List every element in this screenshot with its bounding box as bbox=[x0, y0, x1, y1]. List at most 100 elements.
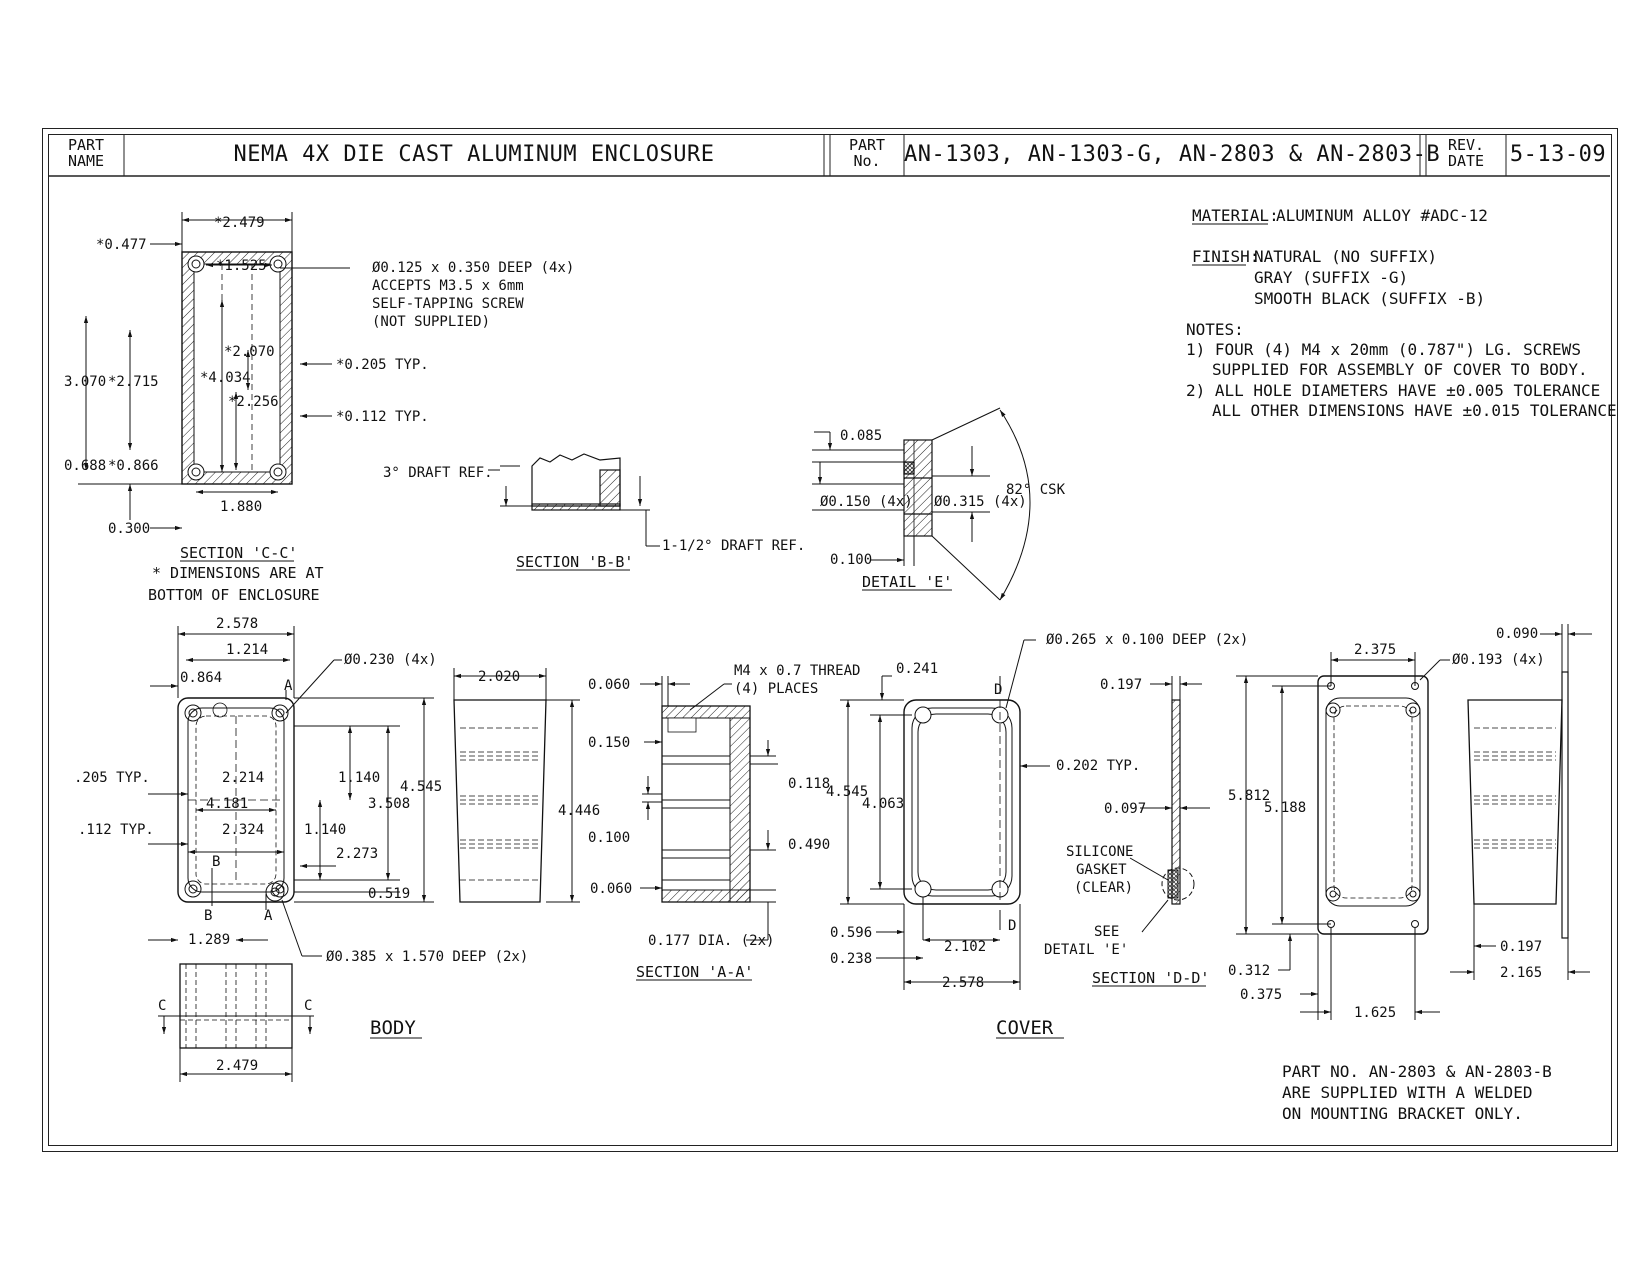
body-dim-205typ: .205 TYP. bbox=[74, 770, 150, 786]
body-side-text: 2.020 4.446 bbox=[478, 669, 600, 819]
aa-dim-0490: 0.490 bbox=[788, 837, 830, 853]
bracket-text: 2.375 Ø0.193 (4x) 0.090 5.812 5.188 0.31… bbox=[1228, 626, 1545, 1021]
e-dim-82csk: 82° CSK bbox=[1006, 482, 1066, 498]
cover-dim-2578: 2.578 bbox=[942, 975, 984, 991]
body-side-view bbox=[453, 668, 580, 903]
body-top-text: 2.578 1.214 0.864 Ø0.230 (4x) .205 TYP. … bbox=[74, 616, 528, 965]
cc-note-line2: BOTTOM OF ENCLOSURE bbox=[148, 586, 320, 604]
aa-dim-0177: 0.177 DIA. (2x) bbox=[648, 933, 774, 949]
detail-e-text: 0.085 Ø0.150 (4x) Ø0.315 (4x) 82° CSK 0.… bbox=[820, 428, 1066, 591]
cc-dim-1880: 1.880 bbox=[220, 499, 262, 515]
cover-dims bbox=[840, 639, 1050, 990]
cover-view bbox=[903, 676, 1021, 930]
cover-dim-4063: 4.063 bbox=[862, 796, 904, 812]
body-dim-2273: 2.273 bbox=[336, 846, 378, 862]
body-dim-4446: 4.446 bbox=[558, 803, 600, 819]
cc-dim-2256: *2.256 bbox=[228, 394, 279, 410]
note-1b: SUPPLIED FOR ASSEMBLY OF COVER TO BODY. bbox=[1212, 360, 1588, 379]
body-dim-3508: 3.508 bbox=[368, 796, 410, 812]
bracket-front-view bbox=[1317, 675, 1429, 935]
cc-callout-line4: (NOT SUPPLIED) bbox=[372, 314, 490, 330]
cover-dim-0241: 0.241 bbox=[896, 661, 938, 677]
cover-dim-4545: 4.545 bbox=[826, 784, 868, 800]
body-dim-0864: 0.864 bbox=[180, 670, 222, 686]
dd-gasket-line1: SILICONE bbox=[1066, 844, 1133, 860]
section-aa-view bbox=[661, 705, 751, 903]
detail-e-title: DETAIL 'E' bbox=[862, 573, 952, 591]
dd-gasket-line2: GASKET bbox=[1076, 862, 1127, 878]
body-dim-1140b: 1.140 bbox=[304, 822, 346, 838]
cc-dim-2070: *2.070 bbox=[224, 344, 275, 360]
cc-dim-0300: 0.300 bbox=[108, 521, 150, 537]
body-label: BODY bbox=[370, 1017, 416, 1039]
note-2a: 2) ALL HOLE DIAMETERS HAVE ±0.005 TOLERA… bbox=[1186, 381, 1600, 400]
aa-dim-0060a: 0.060 bbox=[588, 677, 630, 693]
part-no-label-line1: PART bbox=[848, 136, 886, 154]
body-dim-1214: 1.214 bbox=[226, 642, 268, 658]
rev-date-label: REV. DATE bbox=[1428, 137, 1504, 169]
e-dim-0315: Ø0.315 (4x) bbox=[934, 494, 1027, 510]
section-cc-text: *2.479 *0.477 *1.525 *2.070 *0.205 TYP. … bbox=[64, 215, 574, 604]
dd-dim-0097: 0.097 bbox=[1104, 801, 1146, 817]
part-no-label-line2: No. bbox=[853, 152, 881, 170]
bb-dim-3deg: 3° DRAFT REF. bbox=[383, 465, 493, 481]
bracket-dim-1625: 1.625 bbox=[1354, 1005, 1396, 1021]
body-dim-4545: 4.545 bbox=[400, 779, 442, 795]
cc-dim-3070: 3.070 bbox=[64, 374, 106, 390]
bracket-dim-5188: 5.188 bbox=[1264, 800, 1306, 816]
part-name-label-line2: NAME bbox=[67, 152, 105, 170]
section-cc-title: SECTION 'C-C' bbox=[180, 544, 297, 562]
bracket-note-line3: ON MOUNTING BRACKET ONLY. bbox=[1282, 1104, 1523, 1123]
bb-dim-1-5deg: 1-1/2° DRAFT REF. bbox=[662, 538, 805, 554]
part-name: NEMA 4X DIE CAST ALUMINUM ENCLOSURE bbox=[233, 142, 715, 167]
drawing-border bbox=[42, 128, 1618, 1152]
e-dim-0085: 0.085 bbox=[840, 428, 882, 444]
cc-dim-4034: *4.034 bbox=[200, 370, 251, 386]
cover-marker-d-top: D bbox=[994, 682, 1002, 698]
finish-label: FINISH: bbox=[1192, 247, 1259, 266]
bracket-dim-0375: 0.375 bbox=[1240, 987, 1282, 1003]
part-name-label: PART NAME bbox=[50, 137, 122, 169]
finish-gray: GRAY (SUFFIX -G) bbox=[1254, 268, 1408, 287]
cc-dim-0866: *0.866 bbox=[108, 458, 159, 474]
bracket-dim-0090: 0.090 bbox=[1496, 626, 1538, 642]
e-dim-0100: 0.100 bbox=[830, 552, 872, 568]
dd-see-line1: SEE bbox=[1094, 924, 1119, 940]
finish-black: SMOOTH BLACK (SUFFIX -B) bbox=[1254, 289, 1485, 308]
notes-label: NOTES: bbox=[1186, 320, 1244, 339]
body-dim-0385: Ø0.385 x 1.570 DEEP (2x) bbox=[326, 949, 528, 965]
body-dim-112typ: .112 TYP. bbox=[78, 822, 154, 838]
body-top-dims bbox=[148, 626, 434, 957]
body-bottom-view bbox=[158, 963, 314, 1082]
section-bb-title: SECTION 'B-B' bbox=[516, 553, 633, 571]
cover-label: COVER bbox=[996, 1017, 1054, 1039]
cover-text: 0.241 Ø0.265 x 0.100 DEEP (2x) 4.545 4.0… bbox=[826, 632, 1248, 1039]
rev-date-label-line1: REV. bbox=[1447, 136, 1485, 154]
bracket-dim-0312: 0.312 bbox=[1228, 963, 1270, 979]
part-name-label-line1: PART bbox=[67, 136, 105, 154]
cover-dim-0238: 0.238 bbox=[830, 951, 872, 967]
body-dim-2324: 2.324 bbox=[222, 822, 264, 838]
body-marker-a-bottom: A bbox=[264, 908, 273, 924]
cc-dim-0205: *0.205 TYP. bbox=[336, 357, 429, 373]
section-dd-title: SECTION 'D-D' bbox=[1092, 969, 1209, 987]
rev-date: 5-13-09 bbox=[1509, 142, 1607, 167]
bracket-dim-0197: 0.197 bbox=[1500, 939, 1542, 955]
material-notes: MATERIAL: ALUMINUM ALLOY #ADC-12 FINISH:… bbox=[1186, 206, 1617, 420]
bracket-dim-5812: 5.812 bbox=[1228, 788, 1270, 804]
e-dim-0150: Ø0.150 (4x) bbox=[820, 494, 913, 510]
section-aa-dims bbox=[640, 676, 778, 941]
body-dim-2578: 2.578 bbox=[216, 616, 258, 632]
section-cc-dims bbox=[78, 212, 350, 531]
bracket-dim-2375: 2.375 bbox=[1354, 642, 1396, 658]
aa-dim-0100: 0.100 bbox=[588, 830, 630, 846]
body-dim-0230: Ø0.230 (4x) bbox=[344, 652, 437, 668]
cc-dim-0477: *0.477 bbox=[96, 237, 147, 253]
dd-gasket-line3: (CLEAR) bbox=[1074, 880, 1133, 896]
cc-note-line1: * DIMENSIONS ARE AT bbox=[152, 564, 324, 582]
bracket-dim-2165: 2.165 bbox=[1500, 965, 1542, 981]
cc-callout-line3: SELF-TAPPING SCREW bbox=[372, 296, 524, 312]
note-2b: ALL OTHER DIMENSIONS HAVE ±0.015 TOLERAN… bbox=[1212, 401, 1617, 420]
material-value: ALUMINUM ALLOY #ADC-12 bbox=[1276, 206, 1488, 225]
